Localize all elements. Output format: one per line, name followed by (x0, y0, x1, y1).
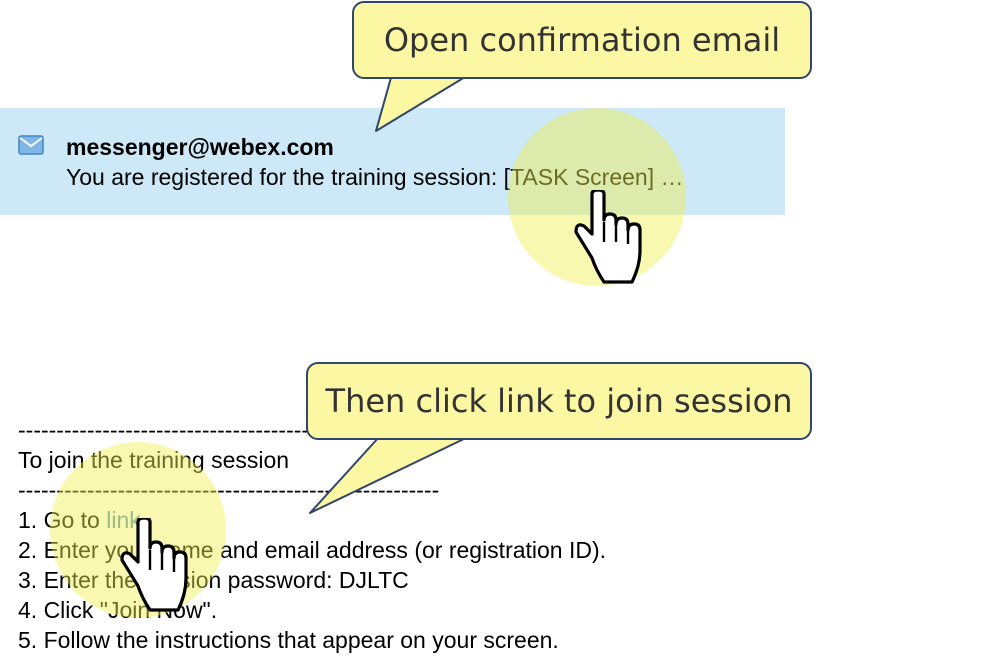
email-preview: You are registered for the training sess… (66, 164, 684, 190)
callout-text: Open confirmation email (383, 21, 781, 59)
callout-click-link: Then click link to join session (306, 362, 812, 440)
instructions-heading: To join the training session (18, 447, 290, 473)
hand-pointer-icon (572, 188, 644, 291)
email-sender: messenger@webex.com (66, 134, 334, 160)
step-3: 3. Enter the session password: DJLTC (18, 567, 409, 593)
step-4: 4. Click "Join Now". (18, 597, 218, 623)
callout-text: Then click link to join session (325, 382, 793, 420)
hand-pointer-icon (118, 516, 190, 619)
step-1: 1. Go to link (18, 505, 141, 535)
envelope-icon (18, 135, 44, 160)
step-1-text: 1. Go to (18, 507, 107, 533)
callout-open-email: Open confirmation email (352, 1, 812, 79)
step-2: 2. Enter your name and email address (or… (18, 537, 607, 563)
step-5: 5. Follow the instructions that appear o… (18, 627, 559, 653)
join-link[interactable]: link (106, 507, 141, 533)
